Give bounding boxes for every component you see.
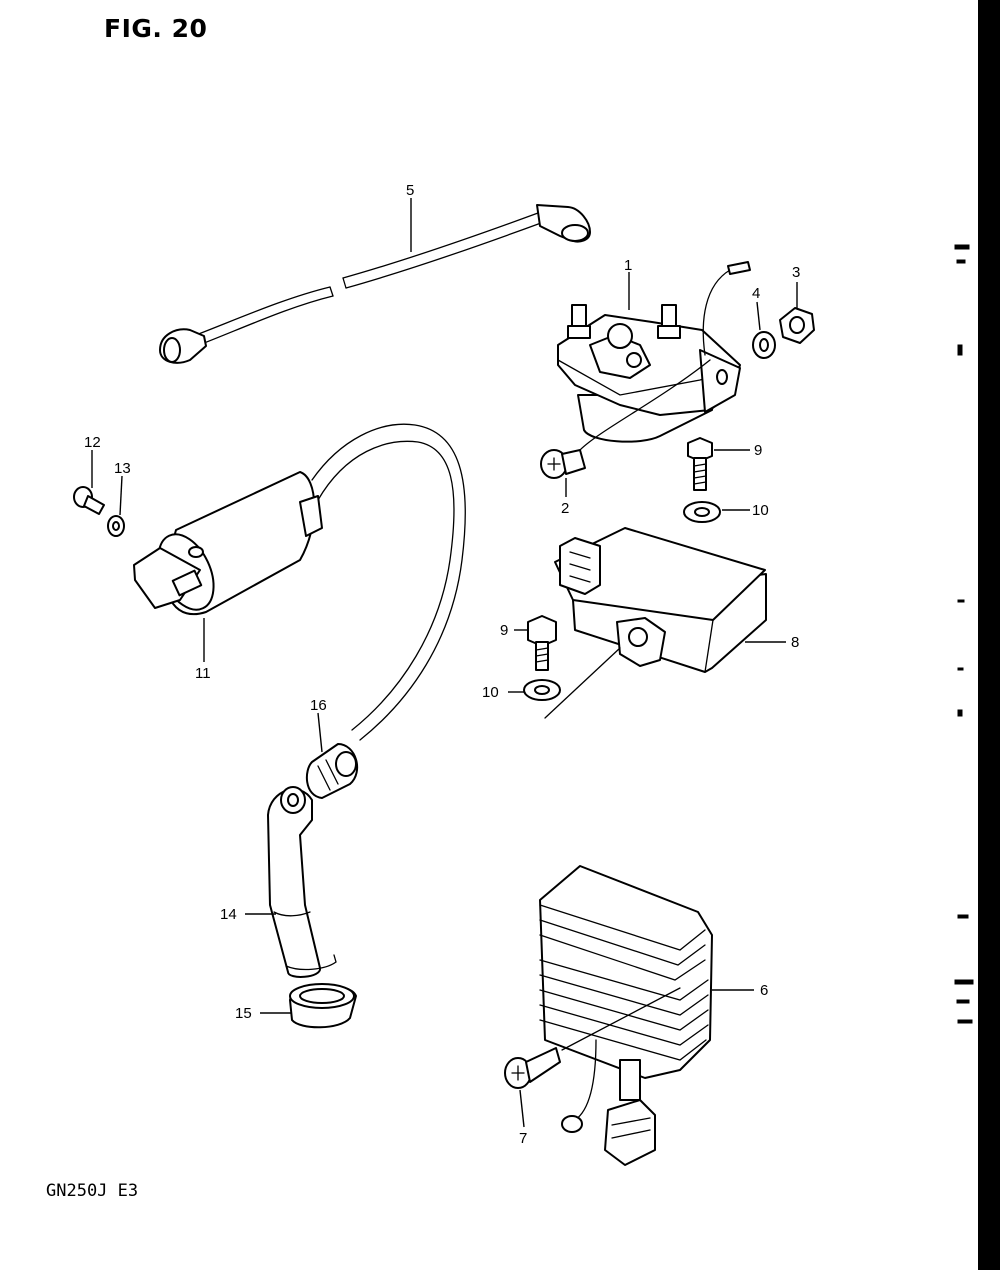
screw-part-12[interactable] xyxy=(73,486,105,515)
grommet-part-16[interactable] xyxy=(305,743,359,799)
scan-edge-border xyxy=(978,0,1000,1270)
scan-specks xyxy=(954,244,974,1024)
callout-1: 1 xyxy=(624,257,632,274)
bolt-part-9-lower[interactable] xyxy=(527,615,557,671)
bolt-part-9-upper[interactable] xyxy=(687,437,713,491)
figure-title: FIG. 20 xyxy=(104,14,208,43)
callout-15: 15 xyxy=(235,1005,252,1022)
washer-part-10-lower[interactable] xyxy=(523,679,561,701)
callout-13: 13 xyxy=(114,460,131,477)
callout-2: 2 xyxy=(561,500,569,517)
screw-part-2[interactable] xyxy=(540,449,586,479)
callout-10-lower: 10 xyxy=(482,684,499,701)
leader-lines xyxy=(91,198,798,1128)
callout-9-upper: 9 xyxy=(754,442,762,459)
washer-part-4[interactable] xyxy=(752,331,776,359)
callout-14: 14 xyxy=(220,906,237,923)
cdi-unit-part-8[interactable] xyxy=(544,527,767,719)
callout-labels: 1 2 3 4 5 6 7 8 9 9 10 10 11 12 13 14 15… xyxy=(84,182,800,1147)
washer-part-10-upper[interactable] xyxy=(683,501,721,523)
nut-part-3[interactable] xyxy=(779,307,815,344)
ignition-coil-part-11[interactable] xyxy=(133,423,466,741)
plug-cap-part-14[interactable] xyxy=(267,786,337,978)
cap-seal-part-15[interactable] xyxy=(289,983,357,1029)
callout-6: 6 xyxy=(760,982,768,999)
washer-part-13[interactable] xyxy=(107,515,125,537)
regulator-rectifier-part-6[interactable] xyxy=(539,865,713,1166)
callout-16: 16 xyxy=(310,697,327,714)
callout-4: 4 xyxy=(752,285,760,302)
screw-part-7[interactable] xyxy=(504,1047,561,1089)
model-code: GN250J E3 xyxy=(46,1181,139,1201)
lead-wire-part-5[interactable] xyxy=(159,204,591,364)
callout-11: 11 xyxy=(195,665,211,682)
callout-3: 3 xyxy=(792,264,800,281)
callout-8: 8 xyxy=(791,634,799,651)
callout-7: 7 xyxy=(519,1130,527,1147)
callout-12: 12 xyxy=(84,434,101,451)
callout-5: 5 xyxy=(406,182,414,199)
callout-10-upper: 10 xyxy=(752,502,769,519)
callout-9-lower: 9 xyxy=(500,622,508,639)
starter-relay-part-1[interactable] xyxy=(557,261,751,451)
